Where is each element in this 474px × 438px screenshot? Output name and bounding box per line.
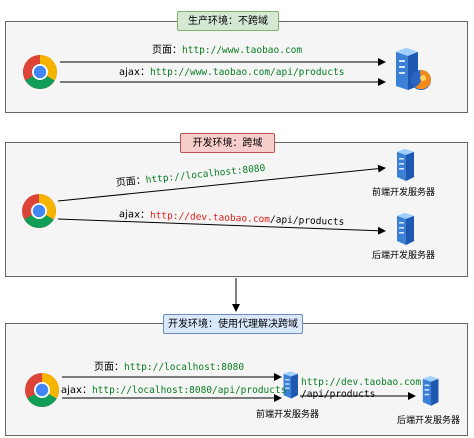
server-icon [397,149,414,181]
server-icon [397,213,414,245]
panel-dev-proxy [5,323,468,436]
proxy-page-prefix: 页面： [94,362,124,373]
dev-ajax-prefix: ajax： [118,209,151,222]
proxy-forward-url-host: http://dev.taobao.com [301,377,422,388]
chrome-icon [25,373,59,407]
proxy-ajax-prefix: ajax： [61,385,92,396]
server-icon [422,376,439,406]
prod-ajax-prefix: ajax： [119,67,150,78]
panel-production [5,21,468,113]
proxy-front-server-label: 前端开发服务器 [256,410,320,420]
back-dev-server-label: 后端开发服务器 [372,251,436,261]
proxy-ajax-label: ajax：http://localhost:8080/api/products [61,385,286,397]
panel-title-production: 生产环境：不跨域 [177,11,279,31]
chrome-icon [22,194,56,228]
prod-ajax-url: http://www.taobao.com/api/products [149,67,345,78]
prod-page-label: 页面：http://www.taobao.com [152,45,302,57]
chrome-icon [23,55,57,89]
proxy-page-url: http://localhost:8080 [124,362,245,373]
server-icon [283,371,298,399]
firefox-server-icon [396,48,431,90]
panel-title-dev-proxy: 开发环境：使用代理解决跨域 [163,314,303,334]
panel-title-dev-cors: 开发环境：跨域 [180,133,275,153]
arrow-ajax-request-dev [57,218,386,235]
dev-page-prefix: 页面： [115,174,147,189]
arrow-page-request-dev [57,164,386,202]
proxy-back-server-label: 后端开发服务器 [397,416,461,426]
proxy-ajax-url: http://localhost:8080/api/products [91,385,287,396]
dev-ajax-url-path: /api/products [269,214,345,228]
proxy-page-label: 页面：http://localhost:8080 [94,362,244,374]
prod-ajax-label: ajax：http://www.taobao.com/api/products [119,67,344,79]
prod-page-prefix: 页面： [152,45,182,56]
proxy-forward-url-path: /api/products [301,389,376,400]
front-dev-server-label: 前端开发服务器 [372,188,436,198]
prod-page-url: http://www.taobao.com [182,45,303,56]
panel-dev-cors [5,142,468,277]
